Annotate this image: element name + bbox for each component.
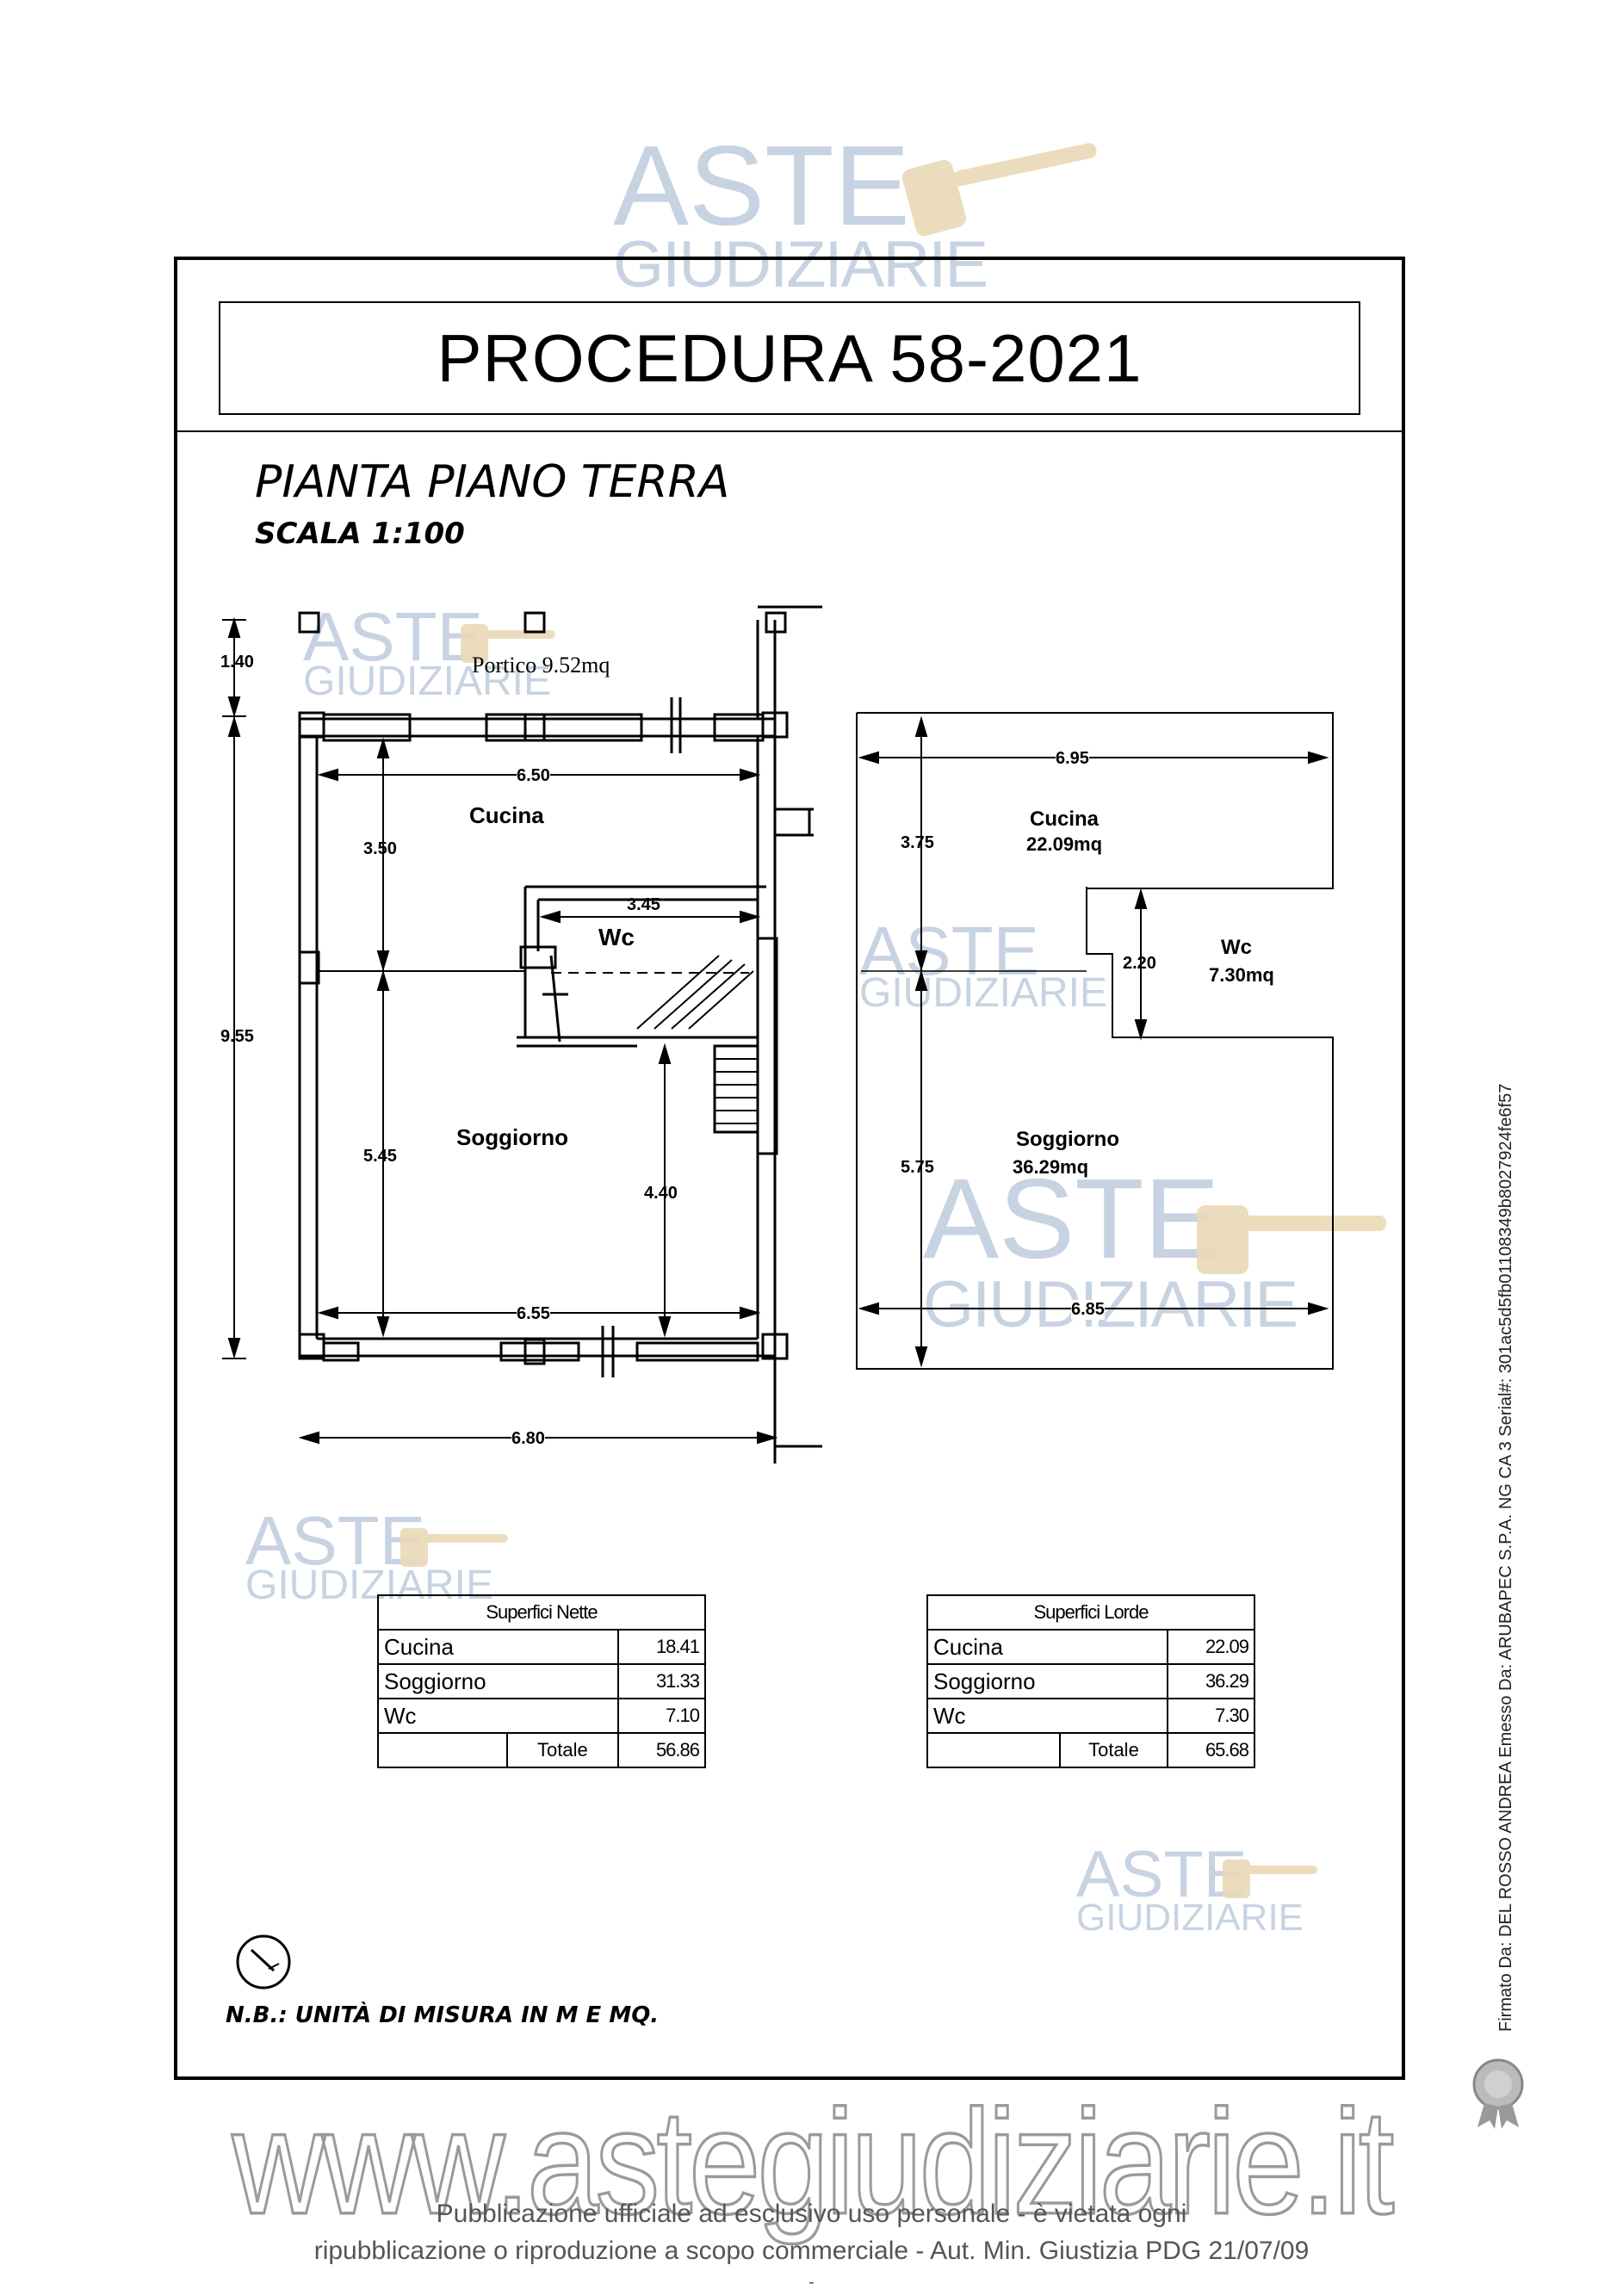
watermark-text: GIUDIZIARIE xyxy=(1076,1897,1304,1939)
footer-line-1: Pubblicazione ufficiale ad esclusivo uso… xyxy=(436,2200,1187,2228)
footer-dot: - xyxy=(808,2273,815,2292)
dim-kitchen-depth-right: 3.75 xyxy=(901,833,934,852)
floor-plan-right xyxy=(856,712,1334,1370)
units-note: N.B.: UNITÀ DI MISURA IN M E MQ. xyxy=(226,2002,660,2028)
watermark-text: ASTE xyxy=(923,1155,1220,1282)
table-lorde-title: Superfici Lorde xyxy=(926,1594,1255,1631)
dim-bottom-width: 6.85 xyxy=(1071,1300,1105,1320)
gavel-icon xyxy=(461,624,555,663)
watermark-text: ASTE xyxy=(1076,1838,1248,1911)
plan-heading: PIANTA PIANO TERRA xyxy=(255,456,730,508)
watermark-text: ASTE xyxy=(613,122,910,249)
dim-overall-width: 6.80 xyxy=(511,1429,545,1449)
dim-total-depth: 9.55 xyxy=(220,1027,254,1046)
room-label-living: Soggiorno xyxy=(456,1124,568,1150)
watermark-text: ASTE xyxy=(303,598,483,675)
digital-signature: Firmato Da: DEL ROSSO ANDREA Emesso Da: … xyxy=(1496,1083,1515,2032)
dim-kitchen-depth: 3.50 xyxy=(363,839,397,858)
room-name-wc: Wc xyxy=(1221,936,1252,959)
drawing-frame xyxy=(174,257,1405,2080)
dim-top-width: 6.95 xyxy=(1056,749,1089,769)
north-arrow-icon xyxy=(236,1934,291,1990)
page-title: PROCEDURA 58-2021 xyxy=(437,319,1143,396)
dim-living-width: 6.55 xyxy=(517,1304,550,1324)
gavel-icon xyxy=(1223,1860,1317,1898)
dim-living-depth-right: 5.75 xyxy=(901,1158,934,1177)
table-total-row: Totale 56.86 xyxy=(377,1732,707,1768)
watermark-text: ASTE xyxy=(859,913,1039,989)
room-label-wc: Wc xyxy=(598,924,635,950)
table-nette-title: Superfici Nette xyxy=(377,1594,706,1631)
plan-scale: SCALA 1:100 xyxy=(255,517,465,551)
gavel-icon xyxy=(901,143,1097,237)
room-area-living: 36.29mq xyxy=(1013,1156,1089,1178)
watermark-text: GIUDIZIARIE xyxy=(303,659,552,704)
dim-living-depth: 5.45 xyxy=(363,1147,397,1166)
watermark-text: GIUDIZIARIE xyxy=(859,970,1108,1016)
separator-line xyxy=(174,430,1405,432)
dim-porch-depth: 1.40 xyxy=(220,653,254,671)
dim-wc-depth: 2.20 xyxy=(1123,954,1156,973)
room-area-wc: 7.30mq xyxy=(1209,964,1274,986)
porch-label: Portico 9.52mq xyxy=(472,653,610,678)
dim-living-depth-inner: 4.40 xyxy=(644,1184,678,1203)
website-watermark: www.astegiudiziarie.it xyxy=(231,2077,1396,2247)
room-name-kitchen: Cucina xyxy=(1030,808,1100,831)
gavel-icon xyxy=(400,1528,508,1567)
title-box: PROCEDURA 58-2021 xyxy=(219,301,1360,415)
watermark-text: GIUDIZIARIE xyxy=(923,1268,1298,1341)
table-total-row: Totale 65.68 xyxy=(926,1732,1256,1768)
floor-plan-left xyxy=(222,605,822,1464)
room-label-kitchen: Cucina xyxy=(469,802,544,828)
footer-line-2: ripubblicazione o riproduzione a scopo c… xyxy=(313,2237,1310,2265)
seal-icon xyxy=(1472,2058,1524,2129)
room-name-living: Soggiorno xyxy=(1016,1128,1119,1151)
room-area-kitchen: 22.09mq xyxy=(1026,833,1103,855)
dim-kitchen-width: 6.50 xyxy=(517,766,550,786)
gavel-icon xyxy=(1197,1205,1386,1274)
dim-wc-width: 3.45 xyxy=(627,895,660,914)
watermark-text: ASTE xyxy=(245,1502,425,1579)
watermark-text: GIUDIZIARIE xyxy=(613,228,988,301)
